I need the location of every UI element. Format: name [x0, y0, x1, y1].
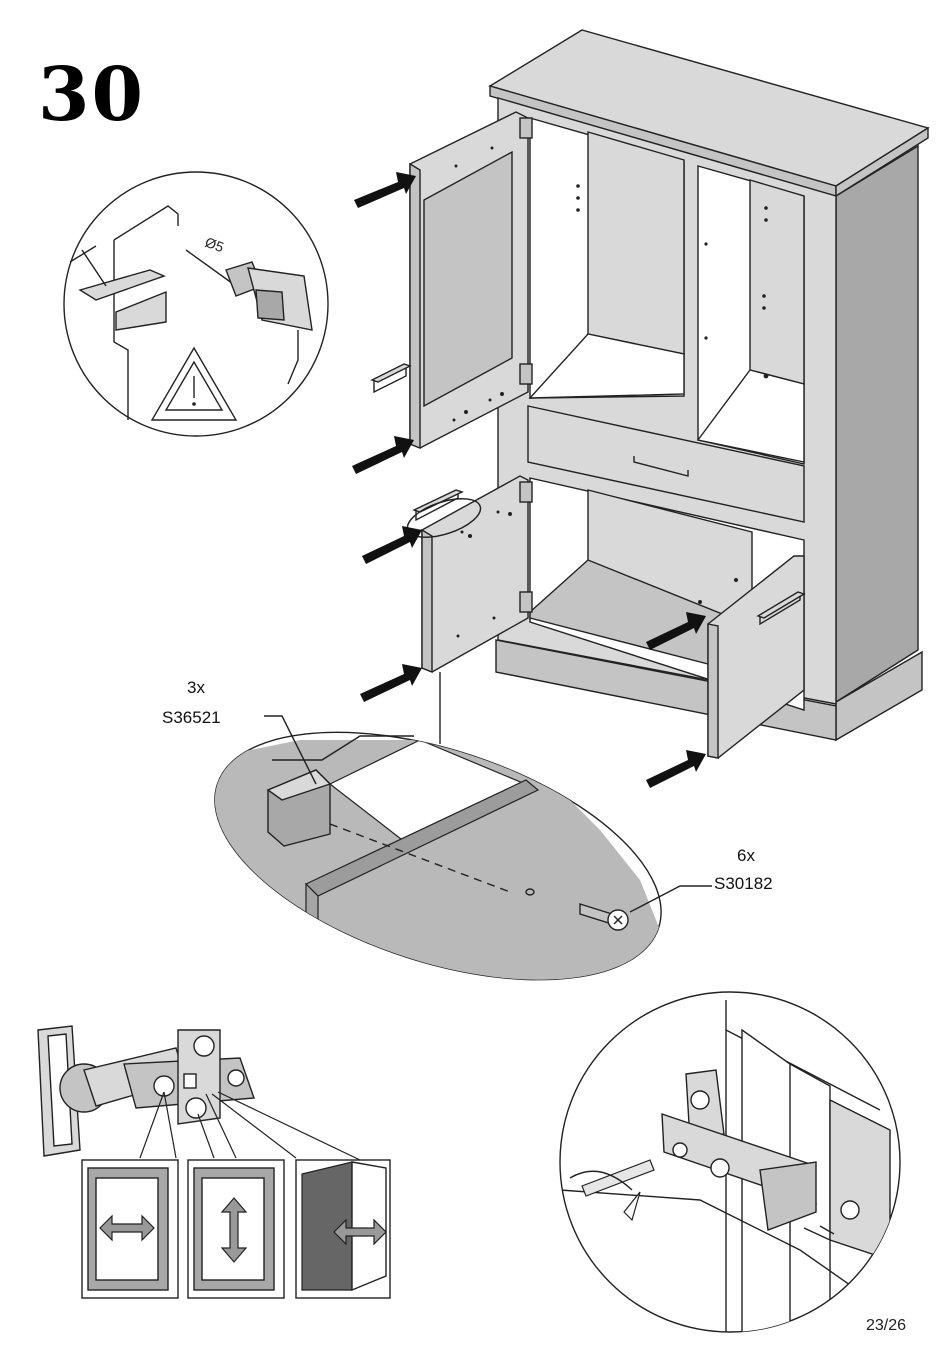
handle-qty-label: 3x	[187, 678, 205, 698]
handle-part-code: S36521	[162, 708, 221, 728]
hinge-adjustment-detail	[38, 1026, 390, 1298]
screw-qty-label: 6x	[737, 846, 755, 866]
handle-detail	[185, 672, 712, 1029]
page-indicator: 23/26	[866, 1317, 906, 1335]
hinge-screw-detail	[560, 992, 900, 1340]
drill-detail: Ø5	[64, 172, 328, 436]
screw-part-code: S30182	[714, 874, 773, 894]
